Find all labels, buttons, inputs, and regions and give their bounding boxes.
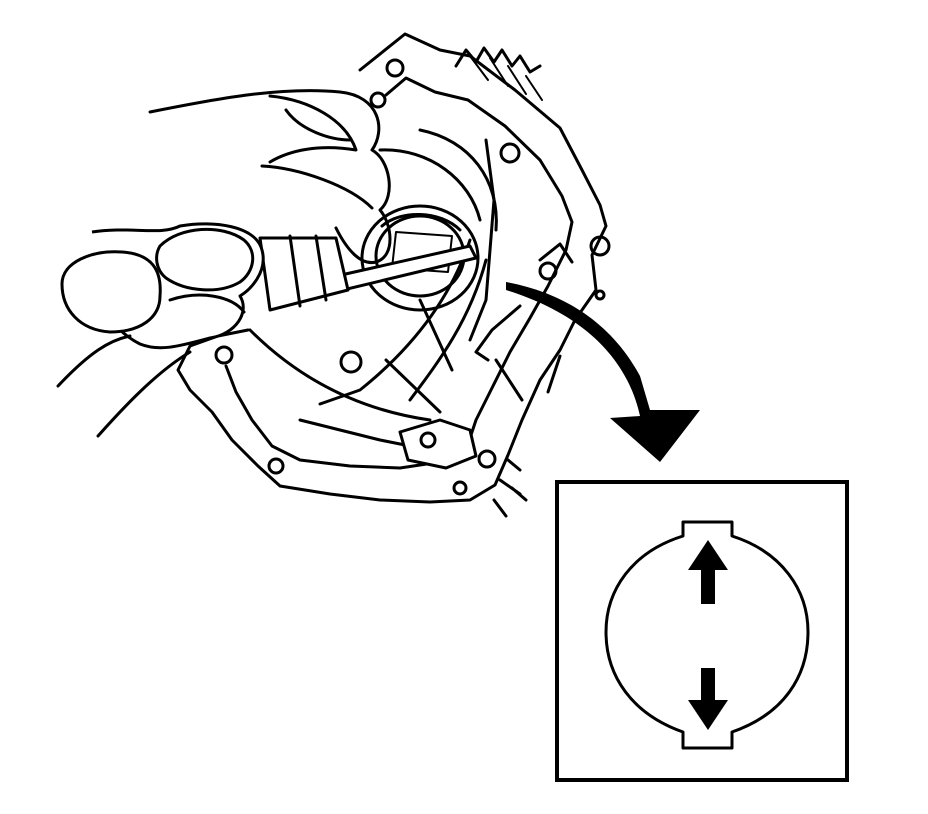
curved-callout-arrow-icon <box>506 282 700 462</box>
arrow-down-icon <box>688 668 728 730</box>
arrow-up-icon <box>688 540 728 604</box>
transmission-housing <box>176 32 611 518</box>
screwdriver <box>258 234 478 312</box>
hands <box>56 89 392 438</box>
detail-frame <box>555 480 849 782</box>
seal-outline <box>604 520 810 750</box>
seal-orientation-detail <box>555 480 849 782</box>
